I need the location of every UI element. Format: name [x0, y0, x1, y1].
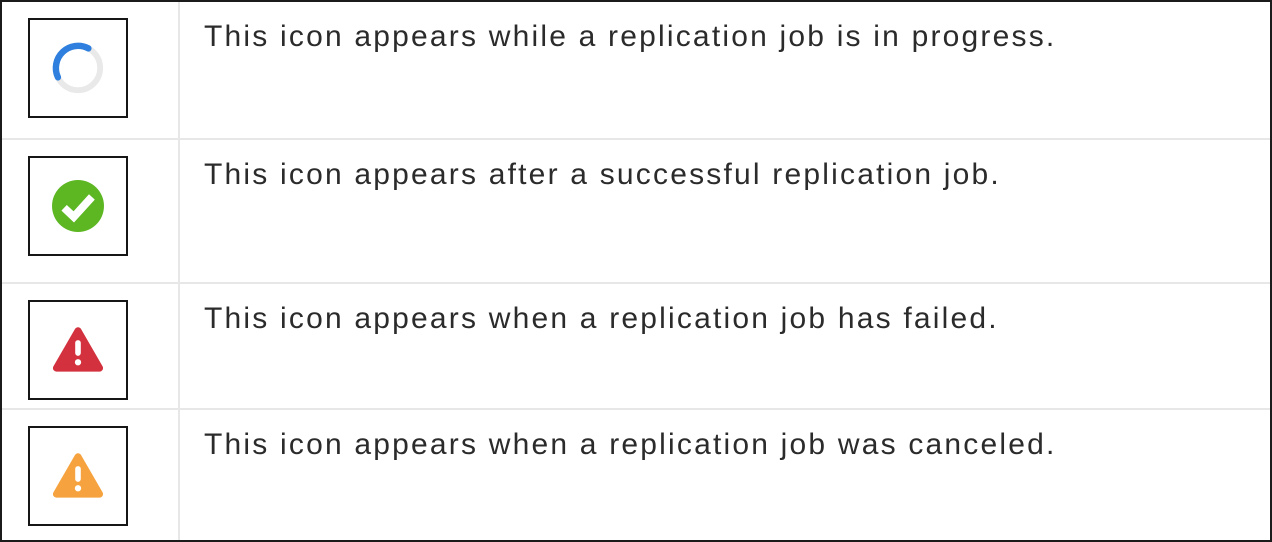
status-icon-box	[28, 300, 128, 400]
icon-cell	[2, 410, 180, 540]
status-icon-box	[28, 156, 128, 256]
success-check-icon	[52, 180, 104, 232]
description-cell: This icon appears after a successful rep…	[180, 140, 1270, 282]
icon-cell	[2, 284, 180, 408]
warning-triangle-icon	[52, 453, 104, 498]
table-row: This icon appears after a successful rep…	[2, 140, 1270, 284]
icon-description: This icon appears when a replication job…	[204, 302, 999, 335]
description-cell: This icon appears when a replication job…	[180, 410, 1270, 540]
icon-description: This icon appears while a replication jo…	[204, 20, 1057, 53]
error-triangle-icon	[52, 327, 104, 372]
table-row: This icon appears when a replication job…	[2, 284, 1270, 410]
status-icon-box	[28, 426, 128, 526]
icon-cell	[2, 2, 180, 138]
status-icon-box	[28, 18, 128, 118]
icon-cell	[2, 140, 180, 282]
table-row: This icon appears while a replication jo…	[2, 2, 1270, 140]
icon-description: This icon appears when a replication job…	[204, 428, 1057, 461]
spinner-icon	[52, 42, 104, 94]
description-cell: This icon appears while a replication jo…	[180, 2, 1270, 138]
description-cell: This icon appears when a replication job…	[180, 284, 1270, 408]
icon-description: This icon appears after a successful rep…	[204, 158, 1001, 191]
table-row: This icon appears when a replication job…	[2, 410, 1270, 540]
